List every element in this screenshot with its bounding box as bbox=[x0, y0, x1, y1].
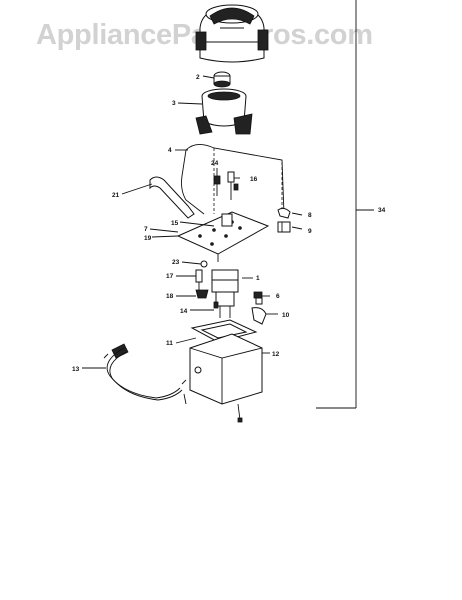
motor-part bbox=[195, 4, 269, 63]
callout-14: 14 bbox=[180, 308, 188, 315]
callout-11: 11 bbox=[166, 340, 173, 347]
drum-part bbox=[195, 88, 253, 135]
callout-21: 21 bbox=[112, 192, 120, 199]
pump-part bbox=[211, 269, 239, 318]
gasket-part bbox=[190, 319, 258, 343]
callout-17: 17 bbox=[166, 273, 174, 280]
callout-1: 1 bbox=[256, 275, 260, 282]
callout-3: 3 bbox=[172, 100, 176, 107]
reservoir-part bbox=[189, 333, 263, 423]
bent-tube-part bbox=[149, 176, 195, 219]
callout-8: 8 bbox=[308, 212, 312, 219]
callout-16: 16 bbox=[250, 176, 258, 183]
leader-lines bbox=[82, 75, 303, 369]
fitting-part bbox=[253, 291, 263, 305]
callout-4: 4 bbox=[168, 147, 172, 154]
callout-15: 15 bbox=[171, 220, 179, 227]
valve-stem-parts bbox=[195, 269, 209, 299]
callout-2: 2 bbox=[196, 74, 200, 81]
nut-part bbox=[200, 260, 208, 268]
power-cord-part bbox=[103, 343, 187, 405]
callout-12: 12 bbox=[272, 351, 280, 358]
mounting-plate-part bbox=[176, 211, 270, 262]
elbow-part bbox=[251, 307, 267, 325]
callout-18: 18 bbox=[166, 293, 174, 300]
clip-connector-parts bbox=[277, 207, 291, 233]
callout-19: 19 bbox=[144, 235, 152, 242]
callout-34: 34 bbox=[378, 207, 386, 214]
coupling-part bbox=[213, 71, 231, 88]
callout-labels: 2 3 4 21 24 16 15 7 19 8 9 23 17 1 18 6 … bbox=[72, 74, 386, 373]
assembly-bracket bbox=[316, 0, 374, 409]
callout-9: 9 bbox=[308, 228, 312, 235]
callout-23: 23 bbox=[172, 259, 180, 266]
callout-13: 13 bbox=[72, 366, 80, 373]
callout-10: 10 bbox=[282, 312, 290, 319]
callout-7: 7 bbox=[144, 226, 148, 233]
screw-parts bbox=[213, 171, 239, 200]
callout-24: 24 bbox=[211, 160, 219, 167]
callout-6: 6 bbox=[276, 293, 280, 300]
